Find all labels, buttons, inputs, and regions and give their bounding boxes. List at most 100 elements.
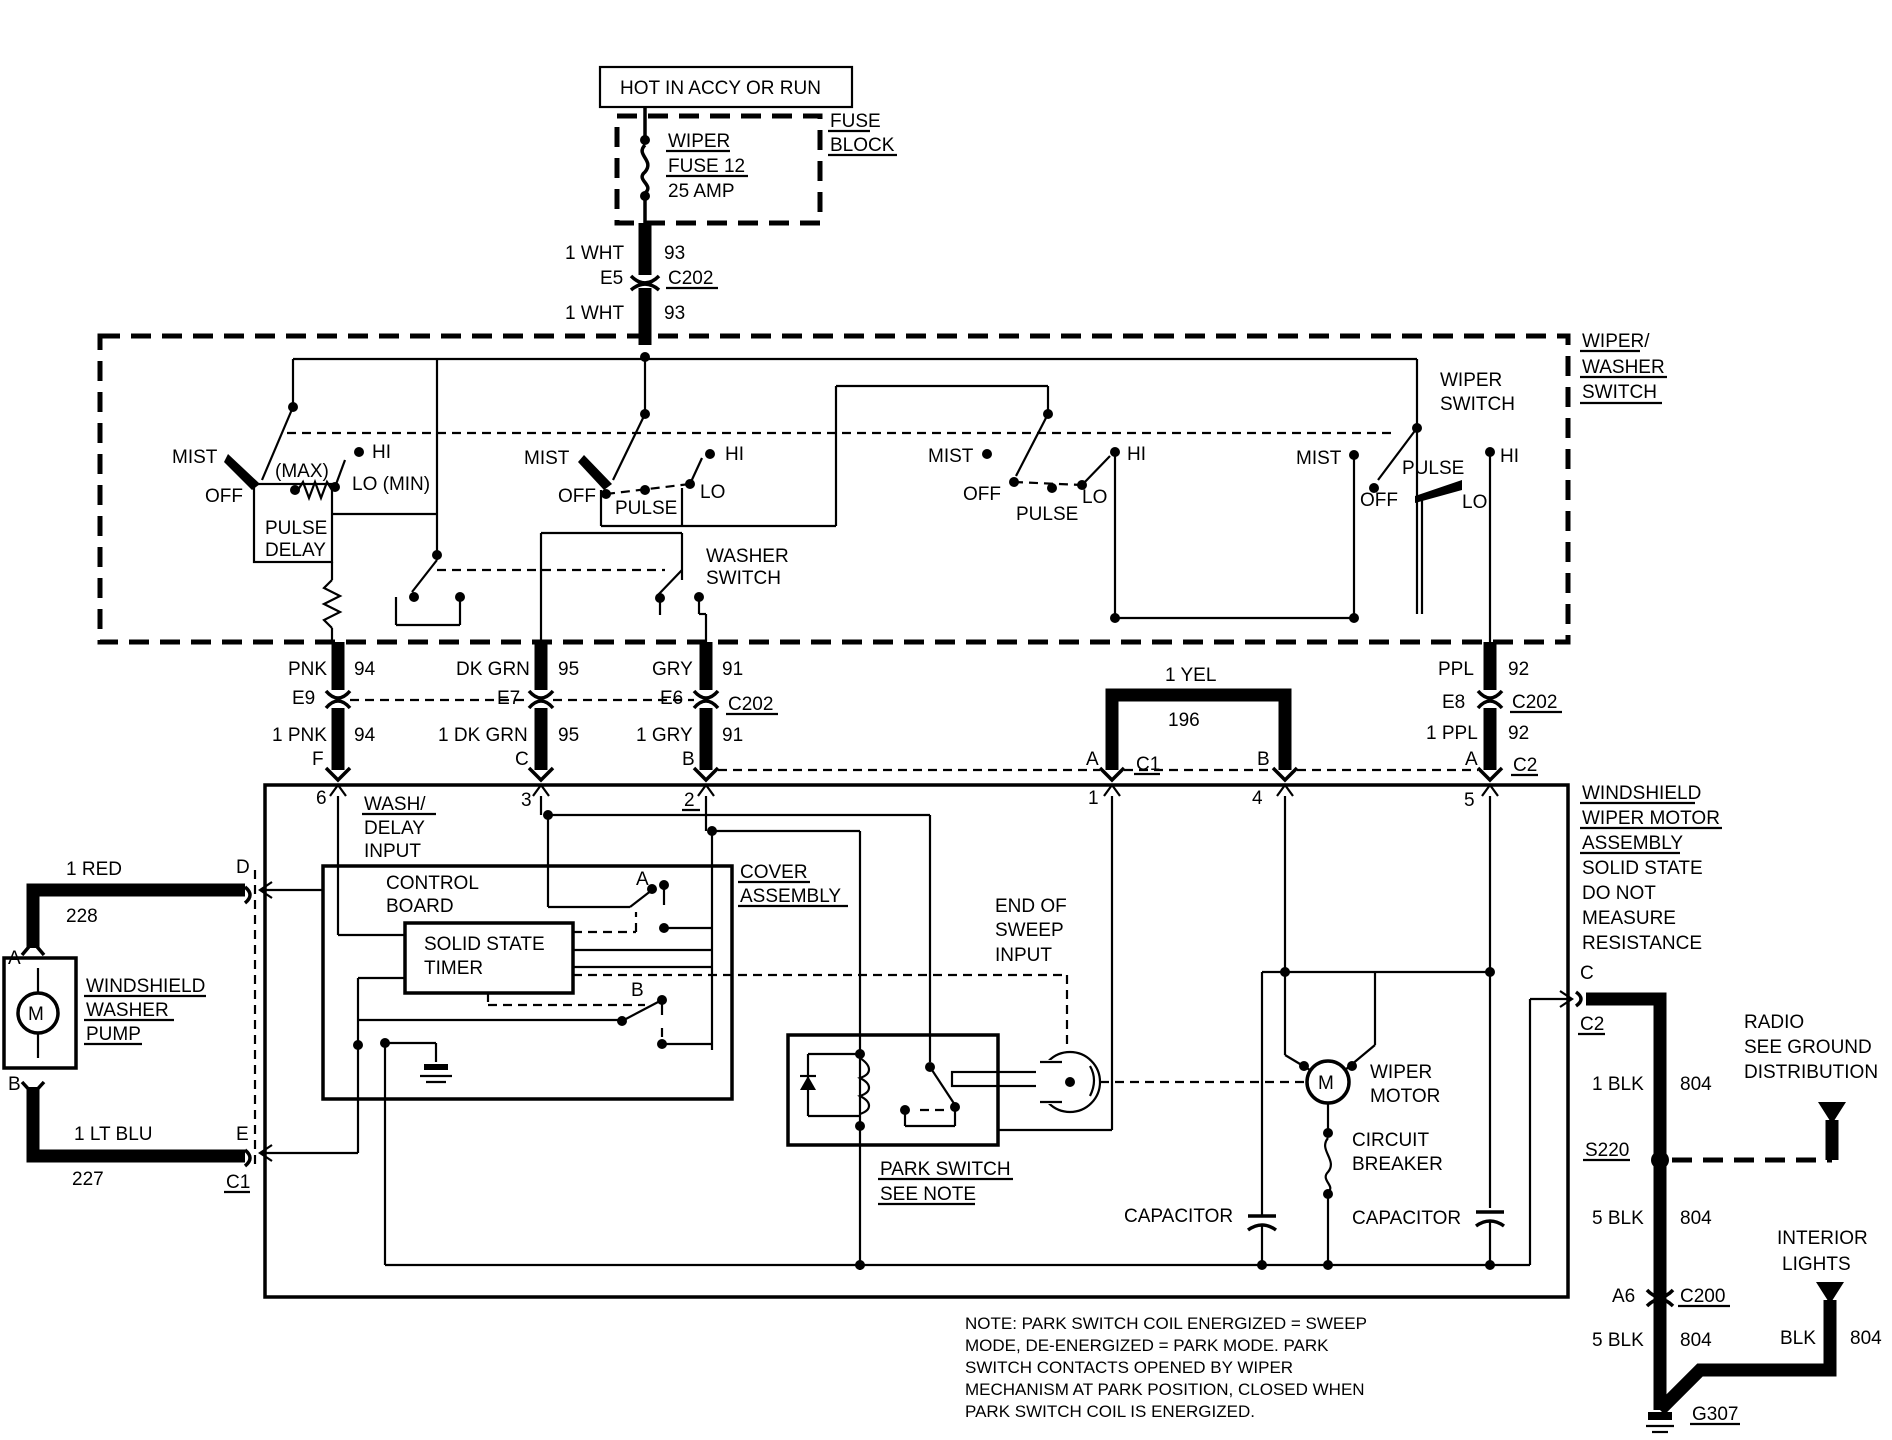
assembly-title: WINDSHIELD	[1582, 783, 1701, 804]
wiper-motor-label: WIPER	[1370, 1062, 1432, 1083]
circuit-number: 196	[1168, 710, 1200, 731]
circuit-breaker-icon	[1324, 1137, 1332, 1193]
switch-title: WIPER/	[1582, 331, 1650, 352]
wire-color-label: 1 YEL	[1165, 665, 1216, 686]
pin-number: 1	[1088, 788, 1099, 809]
mist-label: MIST	[1296, 448, 1342, 469]
pulse-delay-label: PULSE	[265, 518, 327, 539]
max-label: (MAX)	[275, 461, 329, 482]
pin-number: 5	[1464, 790, 1475, 811]
pulse-label: PULSE	[1016, 504, 1078, 525]
circuit-number: 94	[354, 725, 376, 746]
off-label: OFF	[558, 486, 596, 507]
wire-color-label: DK GRN	[456, 659, 530, 680]
circuit-number: 804	[1680, 1208, 1712, 1229]
resistor-icon	[297, 478, 333, 502]
wiper-switch-label-2: SWITCH	[1440, 394, 1515, 415]
fuse-block-label-2: BLOCK	[830, 135, 895, 156]
note-line-5: PARK SWITCH COIL IS ENERGIZED.	[965, 1402, 1255, 1421]
pin-label: C	[1580, 963, 1594, 984]
connector-label: C2	[1580, 1014, 1604, 1035]
control-board-label-2: BOARD	[386, 896, 454, 917]
fuse-block: FUSE BLOCK WIPER FUSE 12 25 AMP	[614, 111, 897, 226]
wire-color-label: 1 LT BLU	[74, 1124, 153, 1145]
circuit-number: 93	[664, 243, 685, 264]
wire-227-ltblu	[26, 1087, 245, 1163]
wire-196-yel	[1105, 688, 1292, 770]
wire-228-red	[26, 883, 245, 948]
assembly-note: SOLID STATE	[1582, 858, 1703, 879]
park-switch-note: NOTE: PARK SWITCH COIL ENERGIZED = SWEEP…	[965, 1314, 1367, 1421]
switch-title-3: SWITCH	[1582, 382, 1657, 403]
assembly-title-3: ASSEMBLY	[1582, 833, 1683, 854]
cover-assembly	[321, 864, 734, 1101]
circuit-number: 95	[558, 725, 579, 746]
feed-wire-93: 1 WHT 93 E5 C202 1 WHT 93	[565, 223, 718, 345]
pin-number: 6	[316, 788, 327, 809]
assembly-note-4: RESISTANCE	[1582, 933, 1702, 954]
connector-label: C200	[1680, 1286, 1725, 1307]
wire-804-blk-lights	[1655, 1300, 1837, 1415]
switch-lever-icon	[578, 455, 612, 490]
wire-color-label: 1 RED	[66, 859, 122, 880]
circuit-number: 93	[664, 303, 685, 324]
note-line-1: NOTE: PARK SWITCH COIL ENERGIZED = SWEEP	[965, 1314, 1367, 1333]
circuit-number: 804	[1680, 1074, 1712, 1095]
wire-color-label: 1 GRY	[636, 725, 693, 746]
timer-label: SOLID STATE	[424, 934, 545, 955]
relay-a-label: A	[636, 869, 649, 890]
circuit-number: 804	[1680, 1330, 1712, 1351]
wire-color-label: 1 BLK	[1592, 1074, 1644, 1095]
wire-804-blk	[1586, 992, 1667, 1410]
diode-icon	[800, 1076, 816, 1090]
switch-section-3: MIST OFF HI LO PULSE	[682, 384, 1146, 623]
wire-color-label: 1 PPL	[1426, 723, 1478, 744]
park-switch-label: PARK SWITCH	[880, 1159, 1011, 1180]
ground-arrow-icon	[1818, 1102, 1846, 1124]
radio-label: RADIO	[1744, 1012, 1804, 1033]
connector-label: C1	[226, 1172, 250, 1193]
ground-g307-icon	[1648, 1412, 1672, 1420]
cover-label-2: ASSEMBLY	[740, 886, 841, 907]
off-label: OFF	[963, 484, 1001, 505]
delay-resistor-icon	[321, 579, 343, 629]
pump-motor-symbol: M	[28, 1004, 44, 1025]
switch-section-4: MIST OFF PULSE HI LO	[1115, 427, 1519, 642]
pin-number: 4	[1252, 788, 1263, 809]
control-board-label: CONTROL	[386, 873, 479, 894]
end-of-sweep-label-3: INPUT	[995, 945, 1052, 966]
ground-circuit: C C2 1 BLK 804 S220 RADIO SEE GROUND DIS…	[1574, 963, 1882, 1434]
lo-label: LO	[1082, 487, 1107, 508]
pin-label: B	[1257, 749, 1270, 770]
wiper-switch-label: WIPER	[1440, 370, 1502, 391]
pin-label: F	[312, 749, 324, 770]
capacitor-label: CAPACITOR	[1352, 1208, 1461, 1229]
lo-label: LO	[1462, 492, 1487, 513]
circuit-number: 94	[354, 659, 376, 680]
circuit-number: 228	[66, 906, 98, 927]
fuse-block-label: FUSE	[830, 111, 881, 132]
wire-color-label: 1 WHT	[565, 303, 625, 324]
pump-label-2: WASHER	[86, 1000, 169, 1021]
circuit-breaker-label-2: BREAKER	[1352, 1154, 1443, 1175]
assembly-title-2: WIPER MOTOR	[1582, 808, 1720, 829]
park-switch	[786, 1033, 1000, 1147]
fuse-icon	[640, 143, 650, 195]
pin-number: 2	[684, 790, 695, 811]
pump-label-3: PUMP	[86, 1024, 141, 1045]
mist-label: MIST	[928, 446, 974, 467]
fuse-rating: 25 AMP	[668, 181, 735, 202]
hi-label: HI	[1500, 446, 1519, 467]
wire-color-label: 1 PNK	[272, 725, 327, 746]
washer-pump: 1 RED 228 D 1 LT BLU E 227 C1 A B M WIND…	[2, 857, 257, 1194]
pump-label: WINDSHIELD	[86, 976, 205, 997]
ground-arrow-icon	[1816, 1282, 1844, 1304]
wire-color-label: 1 WHT	[565, 243, 625, 264]
circuit-number: 804	[1850, 1328, 1882, 1349]
wash-delay-label: WASH/	[364, 794, 426, 815]
off-label: OFF	[1360, 490, 1398, 511]
hi-label: HI	[1127, 444, 1146, 465]
power-source: HOT IN ACCY OR RUN	[598, 65, 854, 116]
cover-label: COVER	[740, 862, 808, 883]
pin-label: D	[236, 857, 250, 878]
